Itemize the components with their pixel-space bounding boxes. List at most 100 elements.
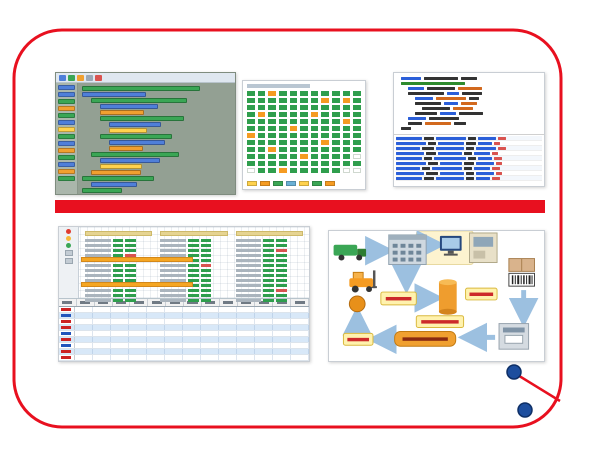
status-cell (332, 91, 340, 96)
palette-block (58, 148, 75, 153)
status-cell (300, 154, 308, 159)
status-cell (310, 154, 319, 159)
status-cell (278, 105, 287, 110)
summary-value (187, 263, 199, 267)
summary-value (200, 238, 212, 242)
code-token (408, 87, 424, 90)
table-cell (147, 325, 165, 330)
table-cell (93, 307, 111, 312)
summary-row (235, 293, 303, 297)
status-cell (353, 168, 361, 173)
summary-value (112, 273, 124, 277)
program-block (82, 92, 146, 97)
result-token (474, 151, 490, 155)
summary-value (125, 268, 137, 272)
summary-row (85, 248, 152, 252)
barcode-box-icon (508, 258, 535, 287)
summary-row (235, 243, 303, 247)
status-cell (257, 168, 266, 173)
table-cell (183, 319, 201, 324)
table-row (59, 355, 309, 361)
palette-block (58, 141, 75, 146)
table-cell (165, 307, 183, 312)
code-token (458, 87, 482, 90)
code-token (415, 97, 433, 100)
result-token (434, 156, 466, 160)
summary-value (112, 238, 124, 242)
table-cell (75, 337, 93, 342)
table-cell (237, 331, 255, 336)
program-block (100, 110, 144, 115)
table-cell (183, 343, 201, 348)
machine-icon (469, 232, 498, 264)
summary-label (235, 278, 262, 282)
summary-label (85, 263, 111, 267)
code-line (397, 97, 541, 100)
status-cell (300, 161, 308, 166)
status-cell (300, 105, 308, 110)
status-cell (278, 119, 287, 124)
status-cell (310, 161, 319, 166)
code-token (427, 87, 455, 90)
code-token (415, 102, 441, 105)
table-cell (201, 313, 219, 318)
summary-label (160, 248, 186, 252)
row-label-text (61, 314, 71, 317)
process-box (394, 330, 457, 347)
summary-row (235, 298, 303, 302)
status-cell (342, 147, 351, 152)
table-cell (255, 349, 273, 354)
status-grid-cells (247, 91, 361, 177)
table-cell (147, 313, 165, 318)
table-cell (111, 349, 129, 354)
summary-value (276, 243, 287, 247)
status-cell (321, 119, 330, 124)
summary-value (263, 288, 274, 292)
table-cell (255, 325, 273, 330)
program-block (109, 122, 161, 127)
status-grid-screenshot (242, 80, 366, 190)
status-cell (353, 126, 361, 131)
legend-cell (247, 180, 257, 186)
summary-label (85, 293, 111, 297)
summary-value (200, 268, 212, 272)
code-line (397, 107, 541, 110)
result-token (428, 161, 438, 165)
summary-label (235, 283, 262, 287)
group-header (160, 231, 228, 236)
status-cell (289, 161, 298, 166)
table-cell (129, 319, 147, 324)
status-cell (342, 161, 351, 166)
summary-value (200, 258, 212, 262)
table-cell (165, 337, 183, 342)
summary-value (112, 288, 124, 292)
summary-value (263, 263, 274, 267)
status-cell (353, 112, 361, 117)
table-cell (237, 349, 255, 354)
summary-row (235, 248, 303, 252)
status-cell (247, 161, 255, 166)
table-cell (93, 355, 111, 360)
accent-dot-2 (517, 402, 533, 418)
result-token (478, 141, 492, 145)
summary-row (85, 273, 152, 277)
status-cell (321, 154, 330, 159)
summary-value (263, 248, 274, 252)
palette-block (58, 85, 75, 90)
code-token (408, 122, 422, 125)
table-cell (219, 355, 237, 360)
row-label (59, 319, 75, 324)
summary-value (276, 238, 287, 242)
summary-row (160, 243, 227, 247)
status-cell (257, 91, 266, 96)
status-cell (300, 133, 308, 138)
status-cell (310, 98, 319, 103)
status-cell (353, 91, 361, 96)
summary-value (263, 283, 274, 287)
status-cell (332, 112, 340, 117)
code-token (436, 97, 466, 100)
status-cell (289, 147, 298, 152)
row-label (59, 307, 75, 312)
result-token (422, 166, 430, 170)
status-cell (268, 133, 276, 138)
